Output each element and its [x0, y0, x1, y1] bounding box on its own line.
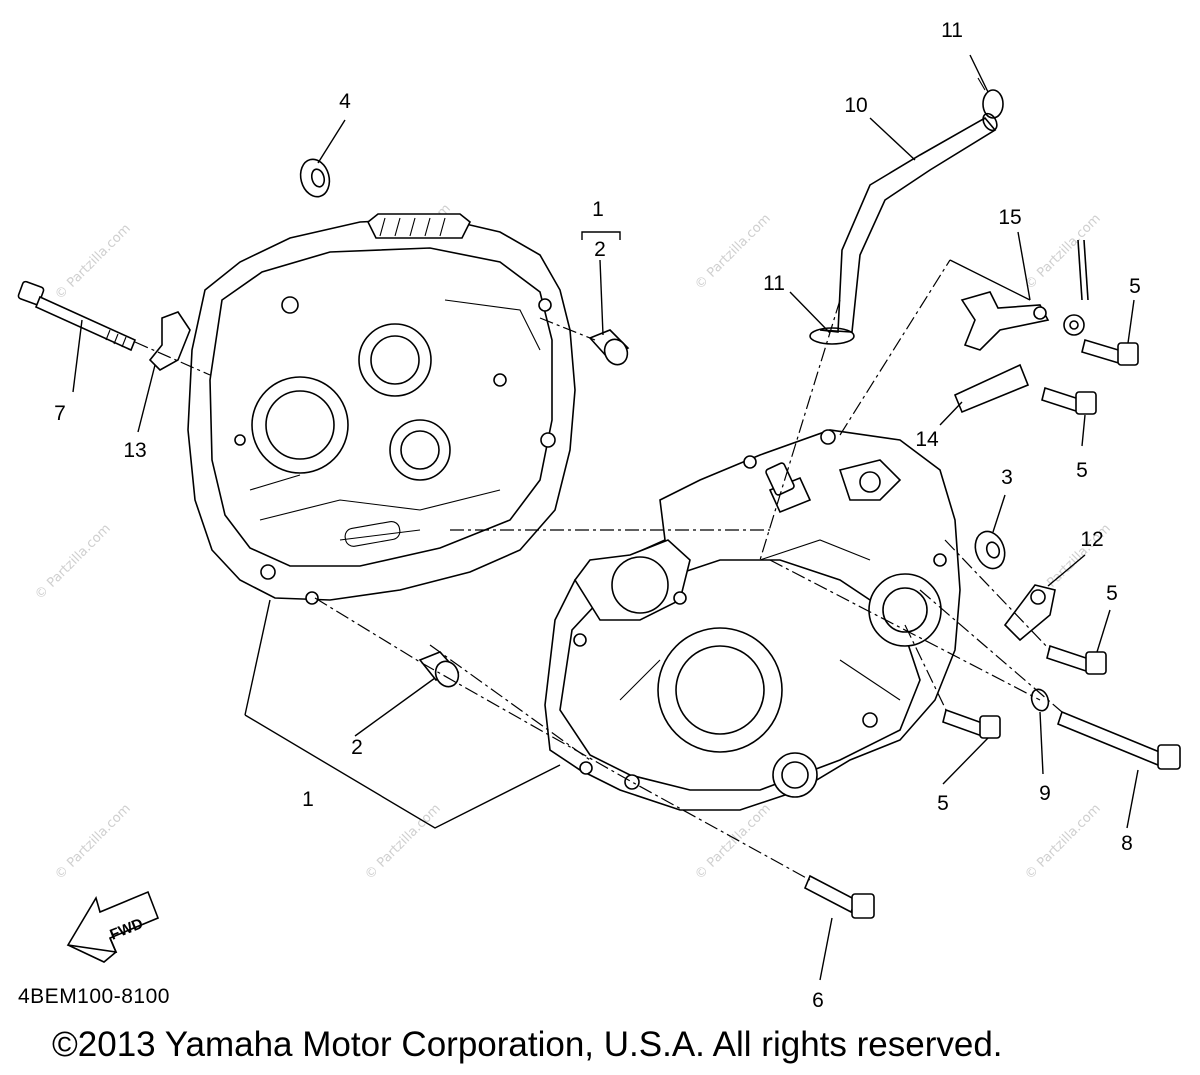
leader-lines [72, 54, 1139, 981]
watermark: © Partzilla.com [52, 221, 134, 303]
callout-1-bracket: 1 [592, 198, 604, 221]
crankcase-right-half [544, 429, 961, 811]
callout-numbers: 4 1 2 7 13 2 1 11 10 11 15 5 14 5 3 12 5… [54, 19, 1141, 1012]
long-bolt-8 [1057, 710, 1181, 770]
bolt-5-a [1081, 338, 1139, 366]
callout-5-a: 5 [1129, 275, 1141, 298]
callout-8: 8 [1121, 832, 1133, 855]
long-bolt-7 [17, 280, 137, 352]
callout-13: 13 [123, 439, 146, 462]
callout-4: 4 [339, 90, 351, 113]
copyright-notice: ©2013 Yamaha Motor Corporation, U.S.A. A… [52, 1025, 1003, 1064]
callout-5-d: 5 [937, 792, 949, 815]
callout-14: 14 [915, 428, 939, 451]
bracket-12 [1003, 584, 1056, 642]
callout-10: 10 [844, 94, 867, 117]
callout-11-top: 11 [941, 19, 963, 42]
watermark: © Partzilla.com [362, 801, 444, 883]
callout-2-bracket: 2 [594, 238, 606, 261]
bolt-5-b [1041, 386, 1097, 415]
ground-wire-terminal [1063, 239, 1089, 336]
callout-6: 6 [812, 989, 824, 1012]
plate-14 [953, 363, 1030, 414]
callout-2: 2 [351, 736, 363, 759]
alignment-lines [134, 259, 1063, 881]
watermark: © Partzilla.com [692, 211, 774, 293]
bolt-5-c [1046, 644, 1107, 675]
crankcase-left-half [187, 213, 576, 605]
bolt-6 [803, 874, 875, 919]
watermark: © Partzilla.com [1022, 801, 1104, 883]
dowel-pin-upper [588, 329, 630, 366]
watermark: © Partzilla.com [52, 801, 134, 883]
hose-clip-11-upper [977, 77, 1004, 119]
callout-12: 12 [1080, 528, 1103, 551]
callout-15: 15 [998, 206, 1021, 229]
watermark: © Partzilla.com [692, 801, 774, 883]
clamp-13 [148, 311, 191, 371]
diagram-reference-code: 4BEM100-8100 [18, 985, 170, 1008]
callout-7: 7 [54, 402, 66, 425]
callout-3: 3 [1001, 466, 1013, 489]
callout-9: 9 [1039, 782, 1051, 805]
callout-5-c: 5 [1106, 582, 1118, 605]
callout-1: 1 [302, 788, 314, 811]
callout-5-b: 5 [1076, 459, 1088, 482]
washer-4 [299, 158, 331, 198]
watermark: © Partzilla.com [32, 521, 114, 603]
watermark: © Partzilla.com [1022, 211, 1104, 293]
callout-11-mid: 11 [763, 272, 785, 295]
bracket-15 [960, 291, 1050, 351]
fwd-arrow-icon: FWD [66, 890, 160, 963]
washer-3 [974, 530, 1006, 570]
bolt-5-d [942, 708, 1001, 739]
